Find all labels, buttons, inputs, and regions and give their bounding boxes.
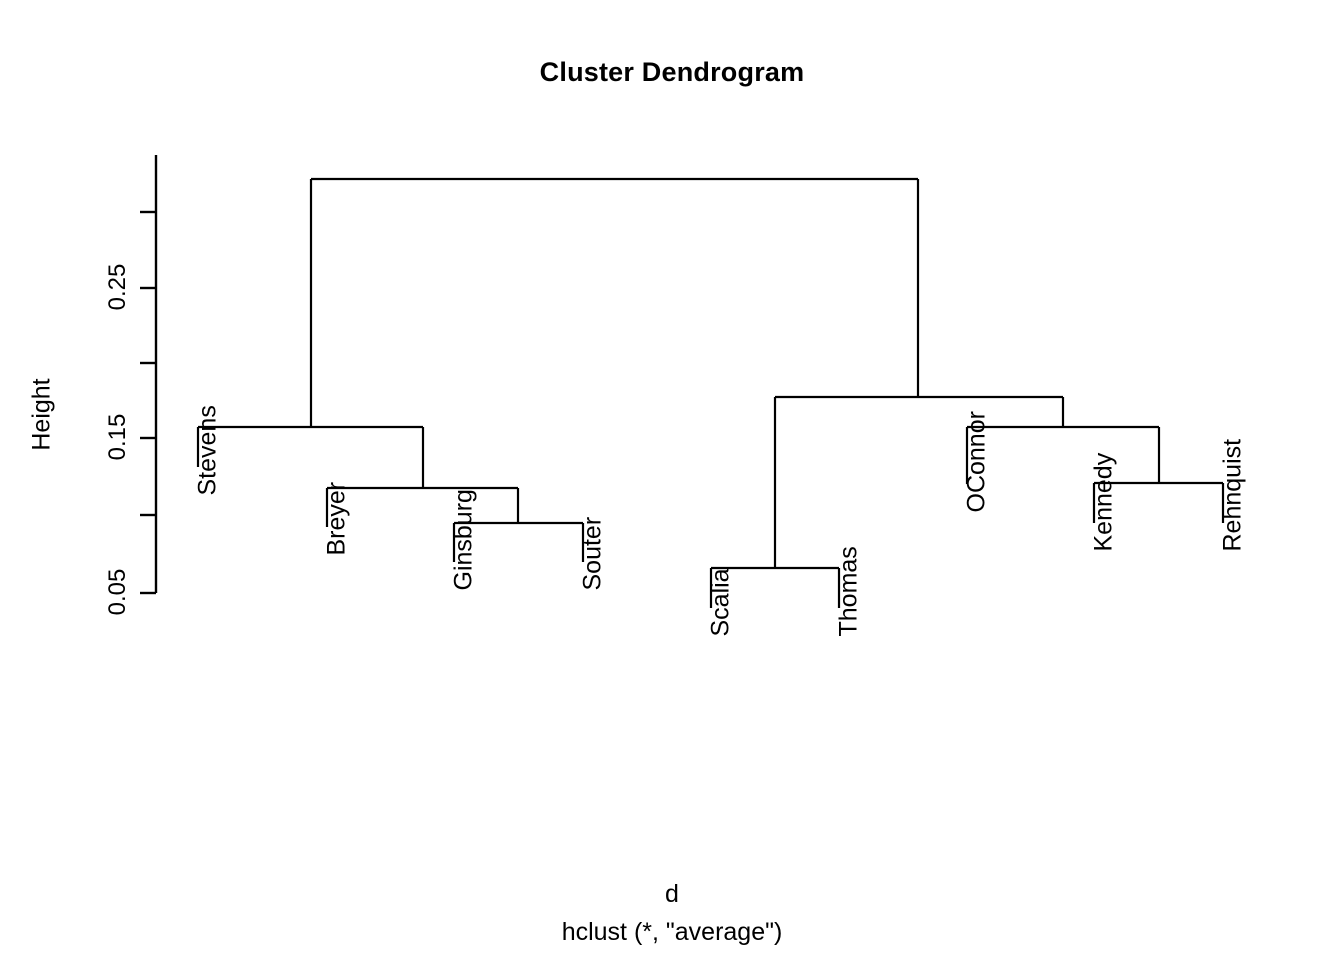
leaf-label-thomas: Thomas [834, 546, 863, 637]
chart-title: Cluster Dendrogram [539, 57, 805, 87]
leaf-label-stevens: Stevens [193, 405, 222, 496]
leaf-label-rehnquist: Rehnquist [1218, 438, 1247, 552]
y-axis [140, 155, 158, 595]
y-tick-label-3: 0.15 [104, 413, 131, 461]
y-tick-label-1: 0.25 [104, 263, 131, 311]
y-tick-label-5: 0.05 [104, 568, 131, 616]
chart-subtitle: hclust (*, "average") [561, 918, 783, 946]
leaf-label-breyer: Breyer [322, 481, 351, 556]
dendrogram-tree [196, 177, 1225, 608]
leaf-label-souter: Souter [578, 516, 607, 591]
leaf-label-kennedy: Kennedy [1089, 452, 1118, 552]
leaf-label-ginsburg: Ginsburg [449, 489, 478, 591]
leaf-label-oconnor: OConnor [962, 411, 991, 513]
leaf-label-scalia: Scalia [706, 568, 735, 637]
x-axis-label: d [665, 880, 679, 908]
